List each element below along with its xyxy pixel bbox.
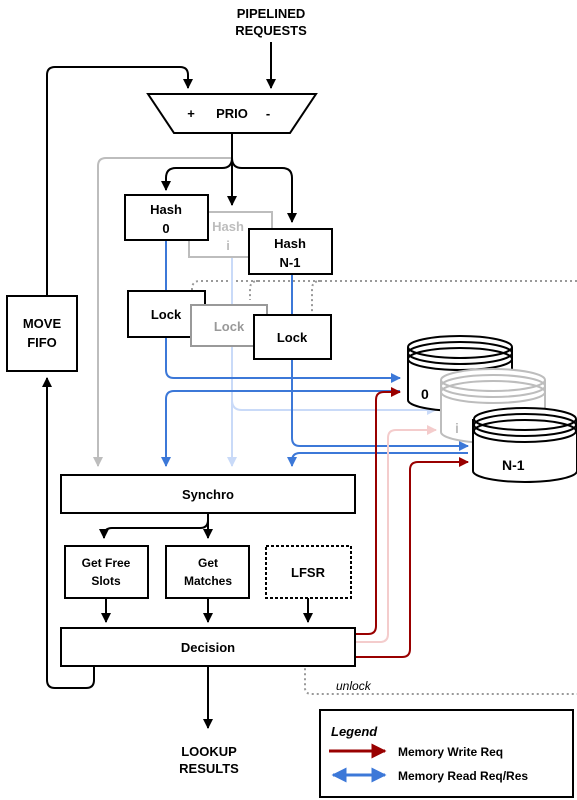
get-free-slots-line1: Get Free [82, 556, 131, 570]
output-label-line1: LOOKUP [181, 744, 237, 759]
move-fifo-line2: FIFO [27, 335, 57, 350]
lock-0-label: Lock [151, 307, 182, 322]
synchro-to-getfree-arrow [99, 513, 209, 539]
hash-N-line1: Hash [274, 236, 306, 251]
hash-i-line1: Hash [212, 219, 244, 234]
decision-label: Decision [181, 640, 235, 655]
legend-write-label: Memory Write Req [398, 745, 503, 759]
input-label-line1: PIPELINED [237, 6, 306, 21]
hash-N-line2: N-1 [280, 255, 301, 270]
lfsr-label: LFSR [291, 565, 326, 580]
synchro-box [60, 474, 356, 514]
prio-to-hashN-arrow [231, 157, 297, 223]
prio-to-synchro-gray-arrow [93, 133, 233, 467]
hash-N-box [248, 228, 333, 275]
memory-0-label: 0 [421, 386, 429, 402]
lock-N-label: Lock [277, 330, 308, 345]
lock0-to-mem0-arrow [165, 338, 401, 383]
legend-title: Legend [331, 724, 378, 739]
get-free-slots-box [64, 545, 149, 599]
decision-box [60, 627, 356, 667]
get-matches-box [165, 545, 250, 599]
input-label-line2: REQUESTS [235, 23, 307, 38]
memory-i-label: i [455, 420, 459, 436]
synchro-label: Synchro [182, 487, 234, 502]
get-matches-line2: Matches [184, 574, 232, 588]
lock-i-label: Lock [214, 319, 245, 334]
lockN-to-memN-arrow [291, 359, 469, 451]
memN-to-synchro-arrow [287, 452, 468, 467]
decision-to-mem0-write-arrow [356, 387, 401, 635]
lfsr-box [265, 545, 352, 599]
decision-to-move-fifo-arrow [42, 377, 95, 689]
legend-box [319, 709, 574, 798]
prio-to-hash0-arrow [161, 133, 233, 191]
prio-mux [146, 93, 318, 134]
move-fifo-line1: MOVE [23, 316, 62, 331]
memory-N [472, 407, 577, 483]
prio-minus: - [266, 106, 270, 121]
hash-0-box [124, 194, 209, 241]
mem0-to-synchro-arrow [161, 390, 400, 467]
output-label-line2: RESULTS [179, 761, 239, 776]
legend-read-label: Memory Read Req/Res [398, 769, 528, 783]
decision-to-memN-write-arrow [356, 457, 469, 658]
prio-plus: + [187, 106, 195, 121]
locki-to-mem-i-arrow [231, 346, 437, 415]
unlock-to-locks-dotted-line [191, 280, 577, 312]
get-matches-line1: Get [198, 556, 218, 570]
lock-N-box [253, 314, 332, 360]
move-fifo-feedback-arrow [46, 66, 193, 295]
move-fifo-box [6, 295, 78, 372]
hash-0-line1: Hash [150, 202, 182, 217]
decision-to-mem-i-write-arrow [356, 425, 437, 643]
hash-0-line2: 0 [162, 221, 169, 236]
memory-N-label: N-1 [502, 457, 525, 473]
unlock-label: unlock [336, 679, 372, 693]
get-free-slots-line2: Slots [91, 574, 121, 588]
prio-label: PRIO [216, 106, 248, 121]
hash-i-line2: i [226, 238, 230, 253]
